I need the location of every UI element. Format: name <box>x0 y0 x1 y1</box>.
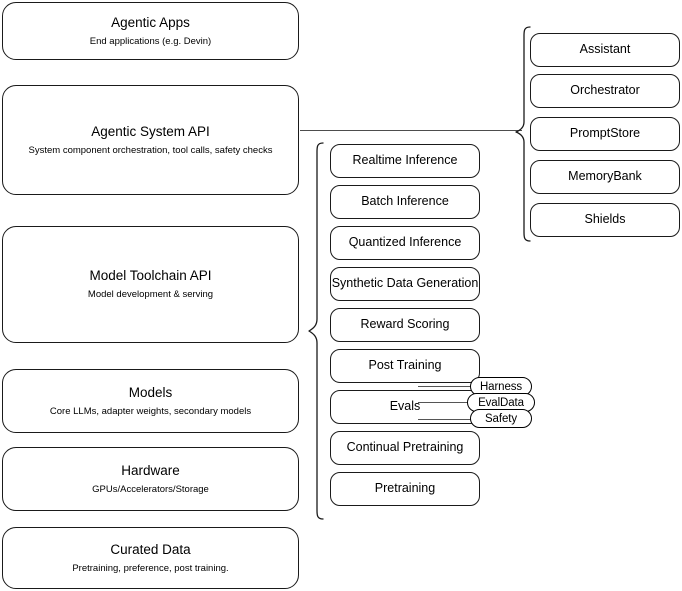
item-label: Continual Pretraining <box>346 440 464 455</box>
layer-subtitle: Model development & serving <box>87 289 214 300</box>
item-label: Synthetic Data Generation <box>331 276 479 291</box>
item-label: Shields <box>584 212 626 227</box>
toolchain-item-batch-inference[interactable]: Batch Inference <box>330 185 480 219</box>
brace-toolchain <box>308 142 324 520</box>
item-label: MemoryBank <box>568 169 642 184</box>
brace-system-components <box>515 26 531 242</box>
layer-box-agentic-system-api[interactable]: Agentic System API System component orch… <box>2 85 299 195</box>
connector-line-harness <box>418 386 476 387</box>
toolchain-item-evals[interactable]: Evals <box>330 390 480 424</box>
pill-label: EvalData <box>478 396 524 409</box>
system-item-shields[interactable]: Shields <box>530 203 680 237</box>
item-label: Orchestrator <box>570 83 640 98</box>
item-label: Realtime Inference <box>352 153 458 168</box>
item-label: Batch Inference <box>361 194 449 209</box>
layer-title: Curated Data <box>110 541 191 557</box>
layer-title: Hardware <box>121 462 180 478</box>
toolchain-item-continual-pretraining[interactable]: Continual Pretraining <box>330 431 480 465</box>
connector-line-safety <box>418 419 476 420</box>
connector-line-system-api <box>300 130 522 131</box>
toolchain-item-quantized-inference[interactable]: Quantized Inference <box>330 226 480 260</box>
pill-label: Harness <box>479 380 523 393</box>
layer-subtitle: System component orchestration, tool cal… <box>28 144 273 156</box>
layer-title: Agentic Apps <box>111 14 190 30</box>
system-item-orchestrator[interactable]: Orchestrator <box>530 74 680 108</box>
layer-subtitle: Pretraining, preference, post training. <box>72 562 229 574</box>
layer-box-curated-data[interactable]: Curated Data Pretraining, preference, po… <box>2 527 299 589</box>
item-label: Reward Scoring <box>360 317 450 332</box>
toolchain-item-realtime-inference[interactable]: Realtime Inference <box>330 144 480 178</box>
toolchain-item-pretraining[interactable]: Pretraining <box>330 472 480 506</box>
layer-subtitle: Core LLMs, adapter weights, secondary mo… <box>49 405 252 417</box>
layer-subtitle: GPUs/Accelerators/Storage <box>92 483 209 495</box>
layer-box-agentic-apps[interactable]: Agentic Apps End applications (e.g. Devi… <box>2 2 299 60</box>
system-item-promptstore[interactable]: PromptStore <box>530 117 680 151</box>
item-label: Evals <box>389 399 421 414</box>
item-label: Pretraining <box>374 481 436 496</box>
layer-title: Model Toolchain API <box>89 268 212 284</box>
layer-box-models[interactable]: Models Core LLMs, adapter weights, secon… <box>2 369 299 433</box>
system-item-memorybank[interactable]: MemoryBank <box>530 160 680 194</box>
system-item-assistant[interactable]: Assistant <box>530 33 680 67</box>
layer-box-hardware[interactable]: Hardware GPUs/Accelerators/Storage <box>2 447 299 511</box>
layer-box-model-toolchain-api[interactable]: Model Toolchain API Model development & … <box>2 226 299 343</box>
layer-title: Agentic System API <box>91 123 210 139</box>
item-label: Post Training <box>368 358 442 373</box>
connector-line-evaldata <box>418 402 476 403</box>
pill-label: Safety <box>484 412 517 425</box>
layer-title: Models <box>128 384 173 400</box>
eval-pill-safety[interactable]: Safety <box>470 409 532 428</box>
layer-subtitle: End applications (e.g. Devin) <box>89 35 212 47</box>
item-label: Quantized Inference <box>348 235 462 250</box>
toolchain-item-reward-scoring[interactable]: Reward Scoring <box>330 308 480 342</box>
toolchain-item-post-training[interactable]: Post Training <box>330 349 480 383</box>
toolchain-item-synthetic-data-generation[interactable]: Synthetic Data Generation <box>330 267 480 301</box>
item-label: PromptStore <box>569 126 641 141</box>
item-label: Assistant <box>579 42 631 57</box>
